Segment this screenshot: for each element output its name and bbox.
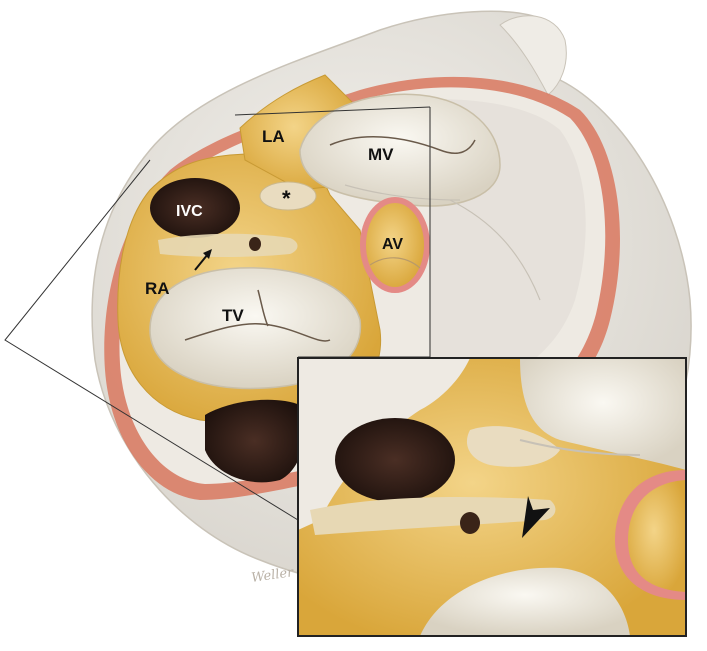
label-la: LA [262, 127, 285, 146]
arrowhead-annotation [522, 496, 550, 538]
label-ivc: IVC [176, 203, 203, 220]
label-av: AV [382, 236, 403, 253]
mitral-valve [299, 93, 501, 207]
artist-signature: Weller [250, 565, 295, 586]
label-asterisk: * [282, 186, 291, 211]
arrow-annotation [194, 249, 212, 271]
magnified-inset [297, 357, 687, 637]
ivc-opening [150, 178, 240, 238]
lower-dark-opening [205, 399, 304, 483]
label-mv: MV [368, 145, 394, 164]
inset-frame [297, 357, 687, 637]
aortic-valve [360, 197, 430, 293]
eustachian-ridge [158, 233, 298, 257]
label-tv: TV [222, 306, 244, 325]
label-ra: RA [145, 279, 170, 298]
fossa-ovalis [259, 181, 317, 211]
